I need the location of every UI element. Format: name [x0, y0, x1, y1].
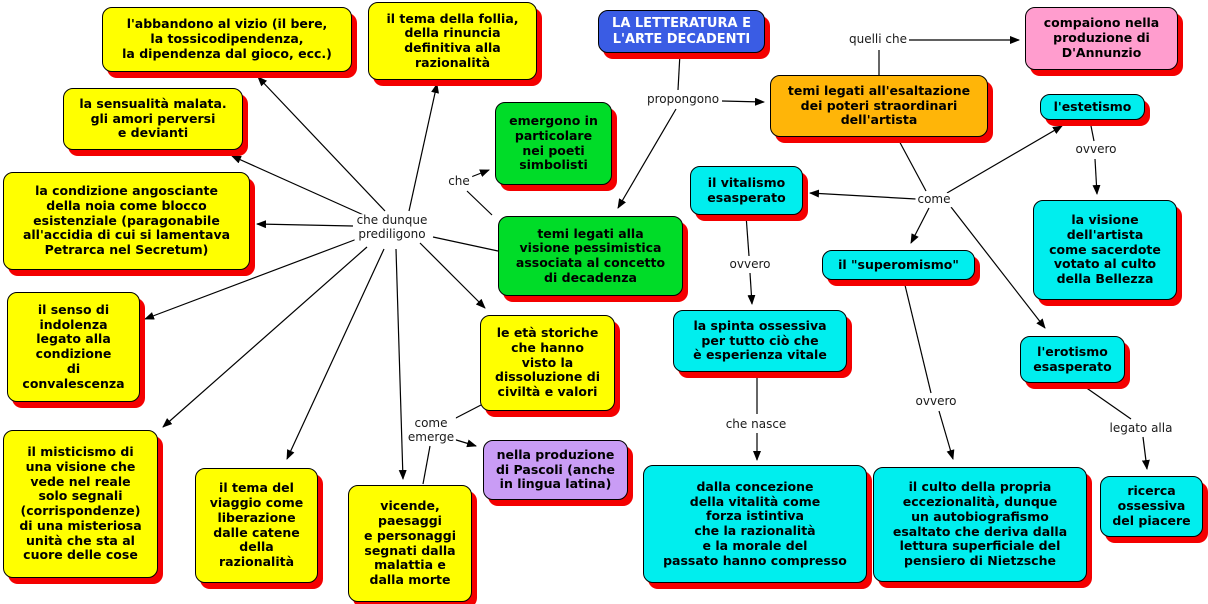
node-concezione-vitalita[interactable]: dalla concezione della vitalità come for…: [643, 465, 867, 583]
arrow-come-superomismo: [910, 207, 930, 244]
node-artista-sacerdote[interactable]: la visione dell'artista come sacerdote v…: [1033, 200, 1177, 300]
arrow-hub-sensualita: [231, 155, 369, 218]
link-label-come-emerge[interactable]: come emerge: [405, 416, 457, 445]
node-vicende-malattia-morte[interactable]: vicende, paesaggi e personaggi segnati d…: [348, 485, 472, 602]
link-label-quelli-che[interactable]: quelli che: [846, 32, 910, 47]
node-estetismo[interactable]: l'estetismo: [1040, 94, 1145, 120]
node-eta-storiche[interactable]: le età storiche che hanno visto la disso…: [480, 315, 615, 411]
line-esaltazione-come: [896, 136, 927, 192]
node-culto-eccezionalita[interactable]: il culto della propria eccezionalità, du…: [873, 467, 1087, 582]
link-label-che-dunque-prediligono[interactable]: che dunque prediligono: [354, 213, 430, 242]
link-label-ovvero-superomismo[interactable]: ovvero: [913, 394, 959, 409]
arrow-hub-misticismo: [162, 246, 368, 428]
node-misticismo-corrispondenze[interactable]: il misticismo di una visione che vede ne…: [3, 430, 158, 578]
link-label-come[interactable]: come: [915, 192, 953, 207]
line-etastoriche-comeemerge: [451, 404, 482, 421]
node-main-title[interactable]: LA LETTERATURA E L'ARTE DECADENTI: [598, 10, 765, 53]
arrow-hub-indolenza: [144, 238, 358, 320]
link-label-ovvero-estetismo[interactable]: ovvero: [1073, 142, 1119, 157]
node-sensualita-malata[interactable]: la sensualità malata. gli amori perversi…: [63, 88, 243, 150]
arrow-hub-angosciante: [256, 220, 354, 229]
line-che-pessimistica: [466, 190, 493, 216]
line-estetismo-ovvero: [1089, 120, 1095, 142]
node-produzione-dannunzio[interactable]: compaiono nella produzione di D'Annunzio: [1025, 7, 1178, 70]
node-vitalismo-esasperato[interactable]: il vitalismo esasperato: [690, 166, 803, 215]
node-abbandono-vizio[interactable]: l'abbandono al vizio (il bere, la tossic…: [102, 7, 352, 72]
node-spinta-ossessiva[interactable]: la spinta ossessiva per tutto ciò che è …: [673, 310, 847, 372]
arrow-propongono-esaltazione: [721, 97, 765, 106]
link-label-che-nasce[interactable]: che nasce: [723, 417, 789, 432]
node-erotismo-esasperato[interactable]: l'erotismo esasperato: [1020, 336, 1125, 383]
line-main-propongono: [677, 52, 681, 91]
arrow-ovvero-spinta: [747, 272, 756, 305]
arrow-comeemerge-pascoli: [452, 438, 477, 448]
node-esaltazione-poteri[interactable]: temi legati all'esaltazione dei poteri s…: [770, 75, 988, 137]
node-ricerca-piacere[interactable]: ricerca ossessiva del piacere: [1100, 476, 1203, 537]
arrow-ovvero-visione: [1092, 158, 1101, 195]
arrow-come-estetismo: [946, 125, 1063, 194]
node-poeti-simbolisti[interactable]: emergono in particolare nei poeti simbol…: [495, 102, 612, 185]
line-pessimistica-hub: [432, 236, 499, 252]
arrow-hub-abbandono: [257, 76, 386, 212]
arrow-come-vitalismo: [809, 189, 917, 200]
arrow-ovvero-culto: [938, 410, 955, 460]
link-label-ovvero-vitalismo[interactable]: ovvero: [727, 257, 773, 272]
line-erotismo-legatoalla: [1077, 381, 1132, 420]
node-condizione-angosciante[interactable]: la condizione angosciante della noia com…: [3, 172, 250, 270]
node-tema-viaggio[interactable]: il tema del viaggio come liberazione dal…: [195, 468, 318, 583]
arrow-hub-follia: [408, 83, 439, 212]
arrow-legatoalla-ricerca: [1141, 436, 1150, 470]
line-vitalismo-ovvero: [745, 214, 750, 257]
node-superomismo[interactable]: il "superomismo": [822, 250, 975, 280]
arrow-che-emergono: [470, 169, 490, 178]
arrow-propongono-pessimistica: [617, 108, 677, 209]
link-label-legato-alla[interactable]: legato alla: [1107, 421, 1175, 436]
link-label-che[interactable]: che: [446, 174, 472, 189]
line-superomismo-ovvero: [903, 280, 932, 394]
link-label-propongono[interactable]: propongono: [644, 92, 722, 107]
line-comeemerge-vicende: [422, 445, 431, 485]
arrow-hub-vicende: [395, 248, 407, 480]
arrow-come-erotismo: [950, 206, 1046, 329]
node-visione-pessimistica[interactable]: temi legati alla visione pessimistica as…: [498, 216, 683, 296]
node-senso-indolenza[interactable]: il senso di indolenza legato alla condiz…: [7, 292, 140, 402]
node-tema-follia[interactable]: il tema della follia, della rinuncia def…: [368, 2, 537, 80]
arrow-hub-etastoriche: [419, 242, 486, 309]
arrow-hub-viaggio: [286, 248, 385, 460]
node-produzione-pascoli[interactable]: nella produzione di Pascoli (anche in li…: [483, 440, 628, 500]
